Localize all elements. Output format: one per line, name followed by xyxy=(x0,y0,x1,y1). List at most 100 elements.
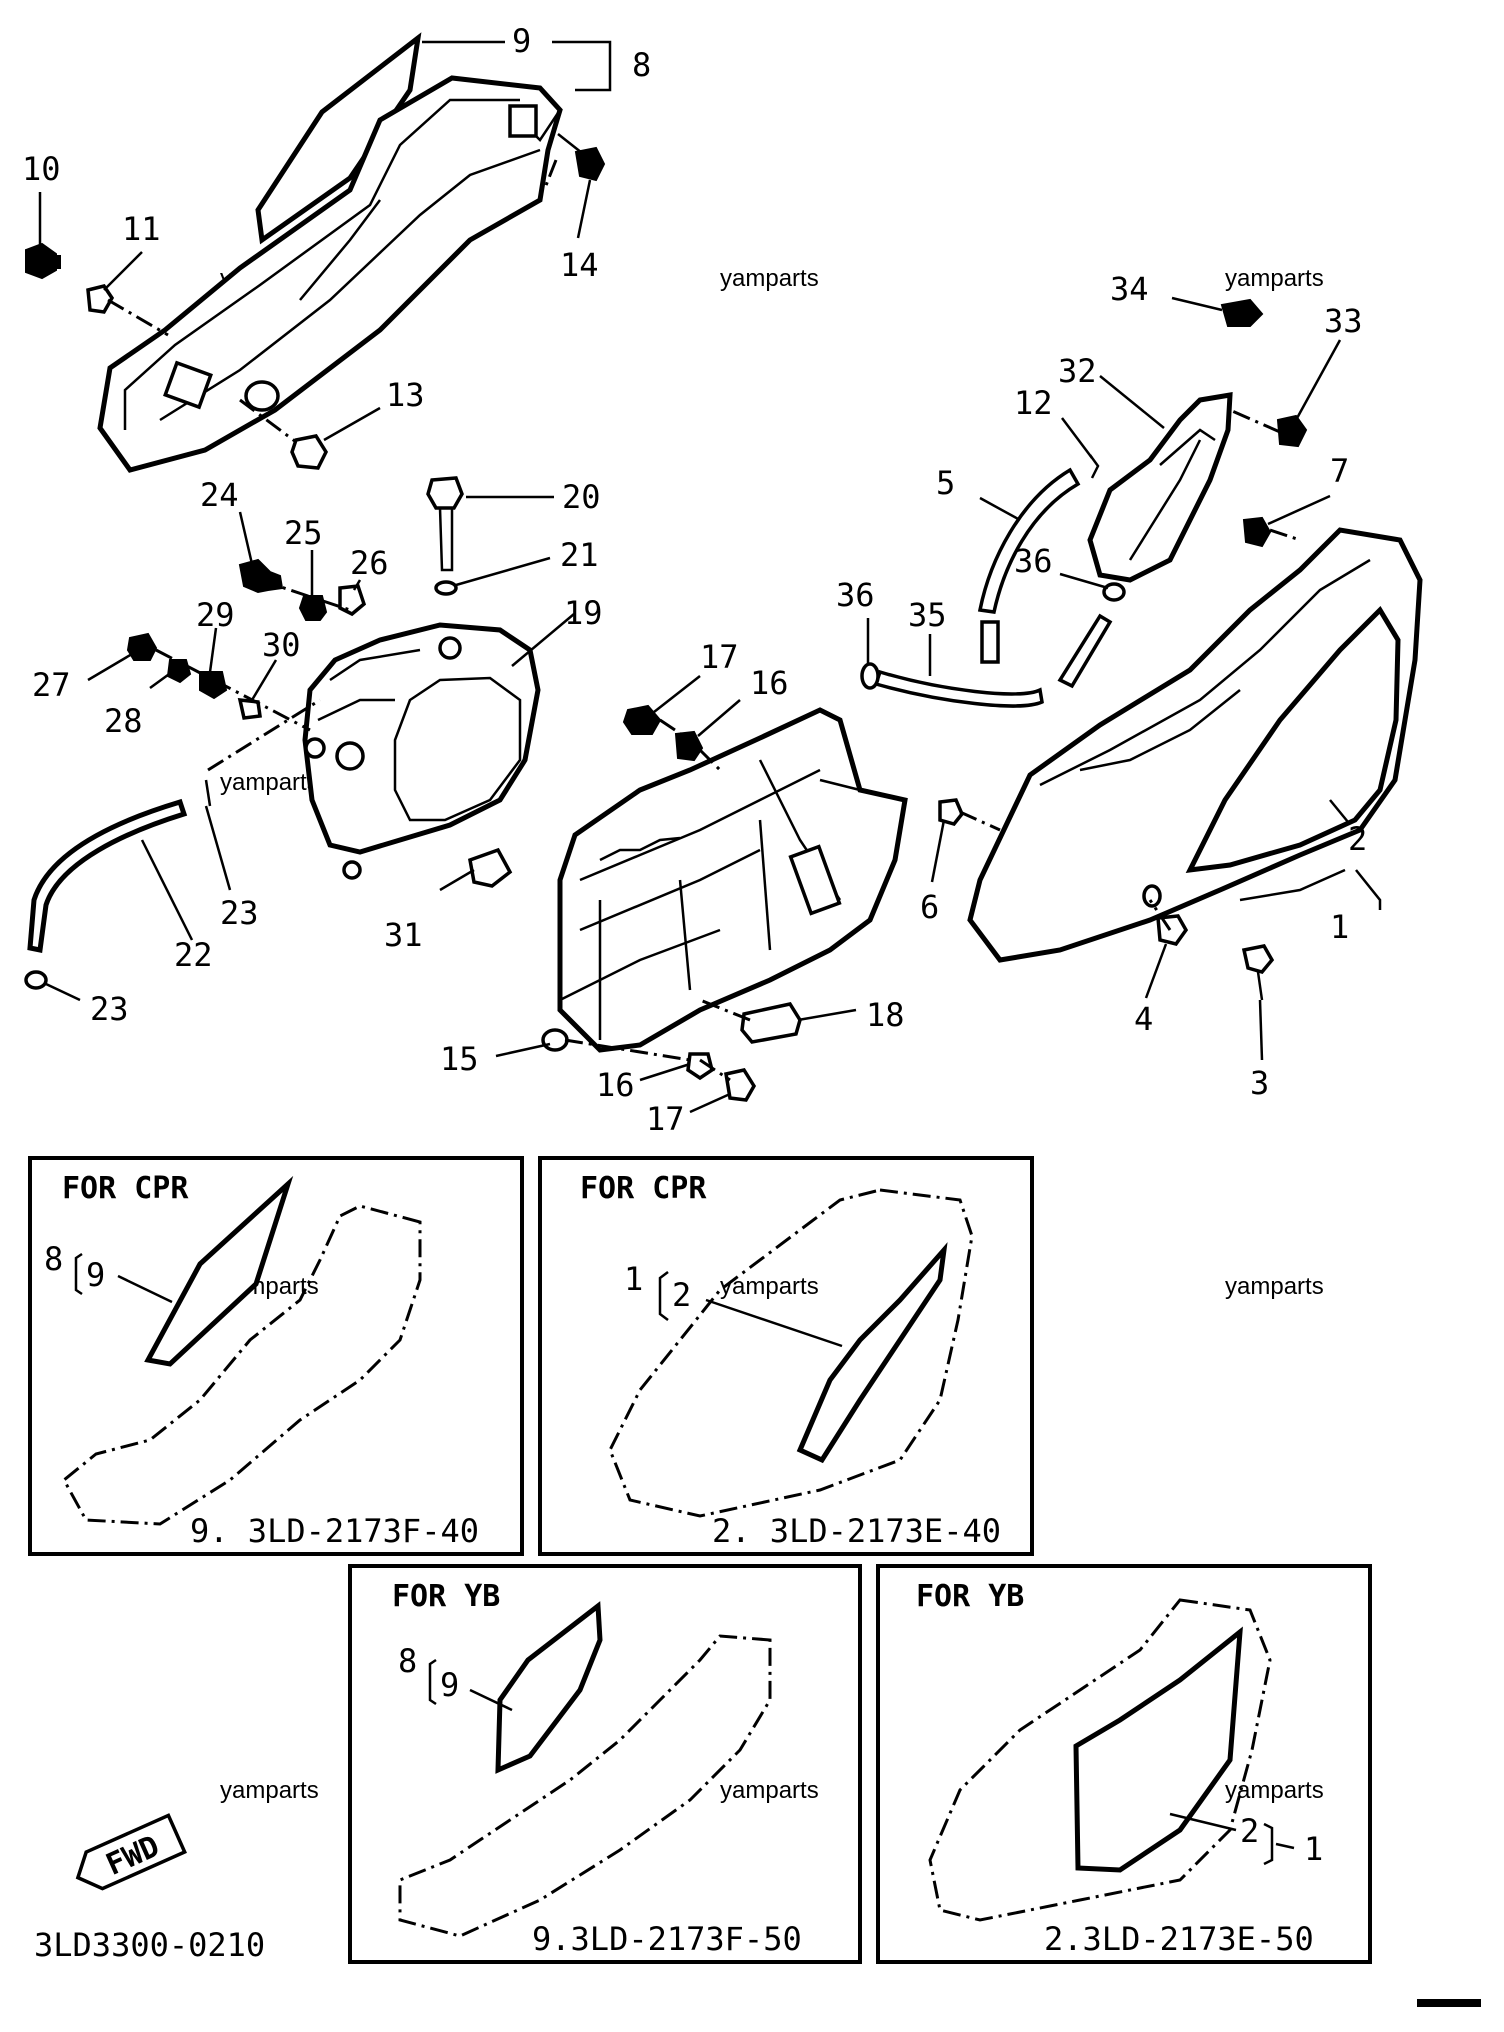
clip-36 xyxy=(860,662,880,690)
panel-emblem xyxy=(1073,1626,1243,1873)
panel-cover-outline xyxy=(62,1204,422,1526)
panel-title: FOR YB xyxy=(392,1579,500,1614)
tank-cap-34 xyxy=(1220,298,1264,327)
case-hole xyxy=(335,741,365,771)
cover-grommet xyxy=(244,380,280,412)
case-hole xyxy=(438,636,462,660)
air-filter-case-assembly xyxy=(24,476,541,990)
panel-frame xyxy=(876,1564,1372,1964)
callout-7: 7 xyxy=(1330,452,1349,490)
hose-end xyxy=(980,620,1000,664)
hose-36-link xyxy=(1057,613,1113,689)
watermark: yamparts xyxy=(220,769,319,796)
bolt-10 xyxy=(25,242,61,280)
panel-yb-left: FOR YB 8 9 9.3LD-2173F-50 xyxy=(348,1564,862,1964)
cover-hole xyxy=(1142,884,1162,908)
panel-frame xyxy=(348,1564,862,1964)
right-emblem xyxy=(1185,605,1401,874)
watermark: yamparts xyxy=(1225,1273,1324,1300)
panel-title: FOR CPR xyxy=(62,1171,189,1206)
callout-26: 26 xyxy=(350,544,389,582)
panel-cover-outline xyxy=(398,1634,772,1938)
callout-22: 22 xyxy=(174,936,213,974)
panel-title: FOR CPR xyxy=(580,1171,707,1206)
panel-frame xyxy=(538,1156,1034,1556)
callout-36: 36 xyxy=(836,576,875,614)
callout-25: 25 xyxy=(284,514,323,552)
callout-5: 5 xyxy=(936,464,955,502)
panel-label-inner: 9 xyxy=(86,1256,105,1294)
bolt-17 xyxy=(724,1068,757,1102)
air-filter-case xyxy=(302,622,541,855)
panel-label-outer: 1 xyxy=(1304,1830,1323,1868)
callout-8: 8 xyxy=(632,46,651,84)
nut-13 xyxy=(290,434,329,470)
screw-3 xyxy=(1241,944,1275,974)
panel-part-number: 2. 3LD-2173E-40 xyxy=(712,1512,1001,1550)
watermark: yamparts xyxy=(220,1777,319,1804)
drain-plug-20 xyxy=(426,476,464,572)
bottom-rule xyxy=(1417,1999,1481,2007)
grommet-7 xyxy=(1242,516,1272,548)
callout-17: 17 xyxy=(700,638,739,676)
left-side-cover-assembly xyxy=(25,32,606,473)
right-side-cover-assembly xyxy=(860,298,1423,1001)
callout-10: 10 xyxy=(22,150,61,188)
callout-34: 34 xyxy=(1110,270,1149,308)
cover-tab xyxy=(508,104,538,138)
drain-hose-22 xyxy=(27,798,188,953)
cap-18 xyxy=(740,1002,802,1044)
callout-numbers: 9 8 10 11 14 13 24 25 26 20 21 19 29 30 … xyxy=(22,22,1367,1138)
callout-12: 12 xyxy=(1014,384,1053,422)
callout-36: 36 xyxy=(1014,542,1053,580)
bolt-33 xyxy=(1276,414,1308,448)
panel-cpr-right: FOR CPR 1 2 2. 3LD-2173E-40 xyxy=(538,1156,1034,1556)
bolt-27 xyxy=(126,632,158,661)
panel-frame xyxy=(28,1156,524,1556)
clip-31 xyxy=(468,847,513,888)
callout-9: 9 xyxy=(512,22,531,60)
callout-33: 33 xyxy=(1324,302,1363,340)
callout-17: 17 xyxy=(646,1100,685,1138)
panel-emblem xyxy=(144,1175,294,1367)
callout-11: 11 xyxy=(122,210,161,248)
callout-6: 6 xyxy=(920,888,939,926)
callout-35: 35 xyxy=(908,596,947,634)
grommet-11 xyxy=(86,284,115,314)
callout-21: 21 xyxy=(560,536,599,574)
panel-label-inner: 2 xyxy=(1240,1812,1259,1850)
callout-2: 2 xyxy=(1348,820,1367,858)
reservoir-tank-32 xyxy=(1087,392,1233,583)
panel-label-inner: 9 xyxy=(440,1666,459,1704)
grommet-6 xyxy=(938,798,965,827)
callout-29: 29 xyxy=(196,596,235,634)
fwd-arrow: FWD xyxy=(75,1813,187,1891)
callout-18: 18 xyxy=(866,996,905,1034)
callout-30: 30 xyxy=(262,626,301,664)
watermark: yamparts xyxy=(1225,1777,1324,1804)
callout-15: 15 xyxy=(440,1040,479,1078)
callout-32: 32 xyxy=(1058,352,1097,390)
panel-cover-outline xyxy=(928,1598,1272,1922)
panel-cover-outline xyxy=(608,1188,974,1518)
callout-27: 27 xyxy=(32,666,71,704)
hose-35 xyxy=(873,669,1044,708)
band-15 xyxy=(541,1028,569,1052)
panel-emblem xyxy=(495,1601,603,1774)
leader-lines xyxy=(38,40,1382,1114)
damper-16 xyxy=(674,730,704,762)
clip-12 xyxy=(1088,454,1100,479)
callout-4: 4 xyxy=(1134,1000,1153,1038)
collar-29 xyxy=(199,671,228,700)
collar-25 xyxy=(298,595,328,621)
clamp-23 xyxy=(24,970,48,990)
panel-label-outer: 8 xyxy=(398,1642,417,1680)
panel-label-outer: 1 xyxy=(624,1260,643,1298)
case-hole xyxy=(342,860,362,880)
o-ring-21 xyxy=(434,580,458,596)
panel-emblem xyxy=(796,1242,948,1464)
grommet-26 xyxy=(338,584,367,617)
panel-part-number: 9. 3LD-2173F-40 xyxy=(190,1512,479,1550)
panel-label-outer: 8 xyxy=(44,1240,63,1278)
